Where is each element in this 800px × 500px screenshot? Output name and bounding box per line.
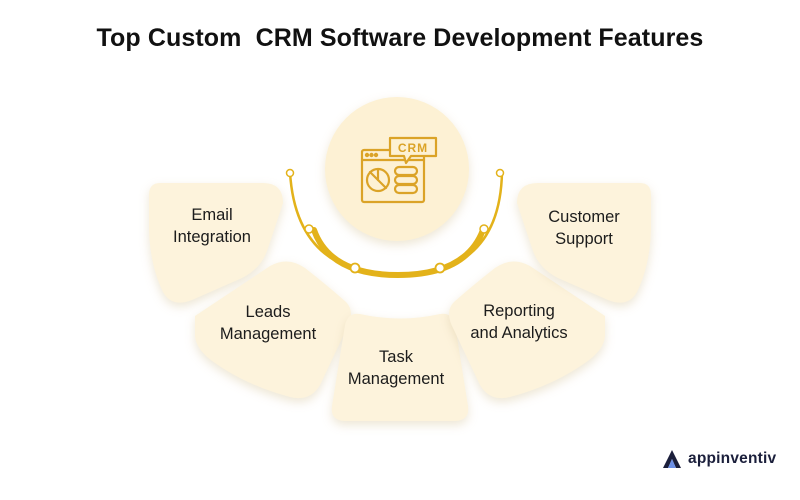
card-reporting-analytics bbox=[449, 261, 605, 399]
arc-node bbox=[495, 168, 505, 178]
arc-node bbox=[349, 262, 361, 274]
arc-node bbox=[285, 168, 295, 178]
crm-badge-text: CRM bbox=[398, 141, 428, 155]
feature-label-line: and Analytics bbox=[470, 324, 568, 342]
brand-logo: appinventiv bbox=[662, 447, 776, 471]
feature-label-line: Leads bbox=[245, 303, 291, 321]
feature-label-leads-management: Leads Management bbox=[193, 301, 343, 345]
arc-node bbox=[479, 224, 489, 234]
feature-label-line: Email bbox=[191, 206, 233, 224]
feature-label-line: Support bbox=[555, 230, 613, 248]
feature-label-email-integration: Email Integration bbox=[137, 204, 287, 248]
card-email-integration bbox=[149, 183, 283, 303]
card-task-management bbox=[331, 313, 469, 421]
connector-arc-thick bbox=[311, 227, 486, 279]
feature-label-line: Customer bbox=[548, 208, 620, 226]
feature-label-reporting-analytics: Reporting and Analytics bbox=[444, 300, 594, 344]
arc-node bbox=[434, 262, 446, 274]
feature-label-customer-support: Customer Support bbox=[509, 206, 659, 250]
feature-label-line: Management bbox=[219, 325, 317, 343]
crm-dashboard-icon bbox=[360, 136, 438, 204]
card-customer-support bbox=[517, 183, 651, 303]
feature-label-line: Management bbox=[347, 370, 445, 388]
arc-node bbox=[304, 224, 314, 234]
feature-label-line: Task bbox=[379, 348, 413, 366]
appinventiv-logo-icon bbox=[663, 450, 681, 468]
feature-label-line: Reporting bbox=[483, 302, 555, 320]
feature-label-task-management: Task Management bbox=[321, 346, 471, 390]
page-title: Top Custom CRM Software Development Feat… bbox=[96, 24, 704, 52]
feature-label-line: Integration bbox=[173, 228, 251, 246]
brand-name: appinventiv bbox=[688, 450, 777, 467]
card-leads-management bbox=[195, 261, 351, 399]
